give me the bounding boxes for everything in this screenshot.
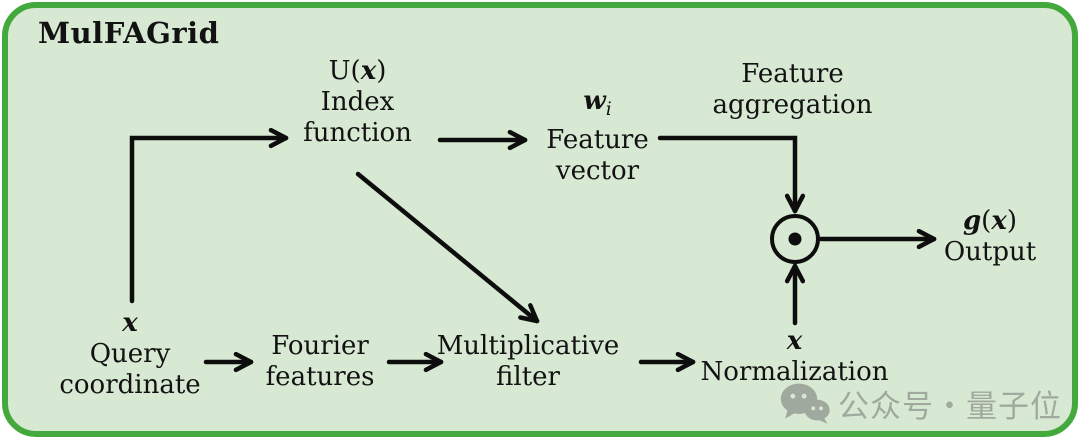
output-formula: g(x) <box>962 206 1017 236</box>
fourier-features-label-1: Fourier <box>271 331 369 361</box>
node-fourier-features: Fourier features <box>240 331 400 393</box>
node-multiplicative-filter: Multiplicative filter <box>428 331 628 393</box>
feature-aggregation-label-2: aggregation <box>712 90 873 120</box>
feature-vector-formula: wi <box>510 86 685 125</box>
diagram-title: MulFAGrid <box>38 16 220 50</box>
math-symbol-x: x <box>360 56 377 86</box>
index-function-formula: U(x) <box>328 56 387 86</box>
math-symbol-x: x <box>122 308 138 338</box>
math-symbol-w: w <box>583 86 606 116</box>
math-subscript-i: i <box>605 99 612 121</box>
feature-aggregation-label-1: Feature <box>741 59 844 89</box>
math-symbol-x: x <box>786 326 803 356</box>
index-function-label-2: function <box>303 118 412 148</box>
normalization-label: Normalization <box>700 357 889 387</box>
watermark-text: 公众号・量子位 <box>838 389 1062 425</box>
node-query-coordinate: x Query coordinate <box>40 308 220 401</box>
output-label: Output <box>943 237 1037 267</box>
node-normalization: x Normalization <box>697 326 892 388</box>
index-function-label-1: Index <box>320 87 395 117</box>
query-coordinate-label-1: Query <box>89 339 171 369</box>
feature-vector-label-1: Feature <box>546 125 649 156</box>
multiplicative-filter-label-2: filter <box>496 362 560 392</box>
wechat-icon <box>780 383 830 424</box>
math-symbol-x: x <box>991 206 1007 236</box>
fourier-features-label-2: features <box>265 362 375 392</box>
math-symbol-g: g <box>962 206 982 236</box>
node-feature-vector: wi Feature vector <box>510 86 685 187</box>
watermark: 公众号・量子位 <box>779 381 1062 426</box>
node-output: g(x) Output <box>905 206 1075 268</box>
node-feature-aggregation: Feature aggregation <box>700 59 885 121</box>
node-index-function: U(x) Index function <box>270 56 445 149</box>
query-coordinate-label-2: coordinate <box>59 370 201 400</box>
feature-vector-label-2: vector <box>555 156 640 187</box>
multiplicative-filter-label-1: Multiplicative <box>436 331 620 361</box>
